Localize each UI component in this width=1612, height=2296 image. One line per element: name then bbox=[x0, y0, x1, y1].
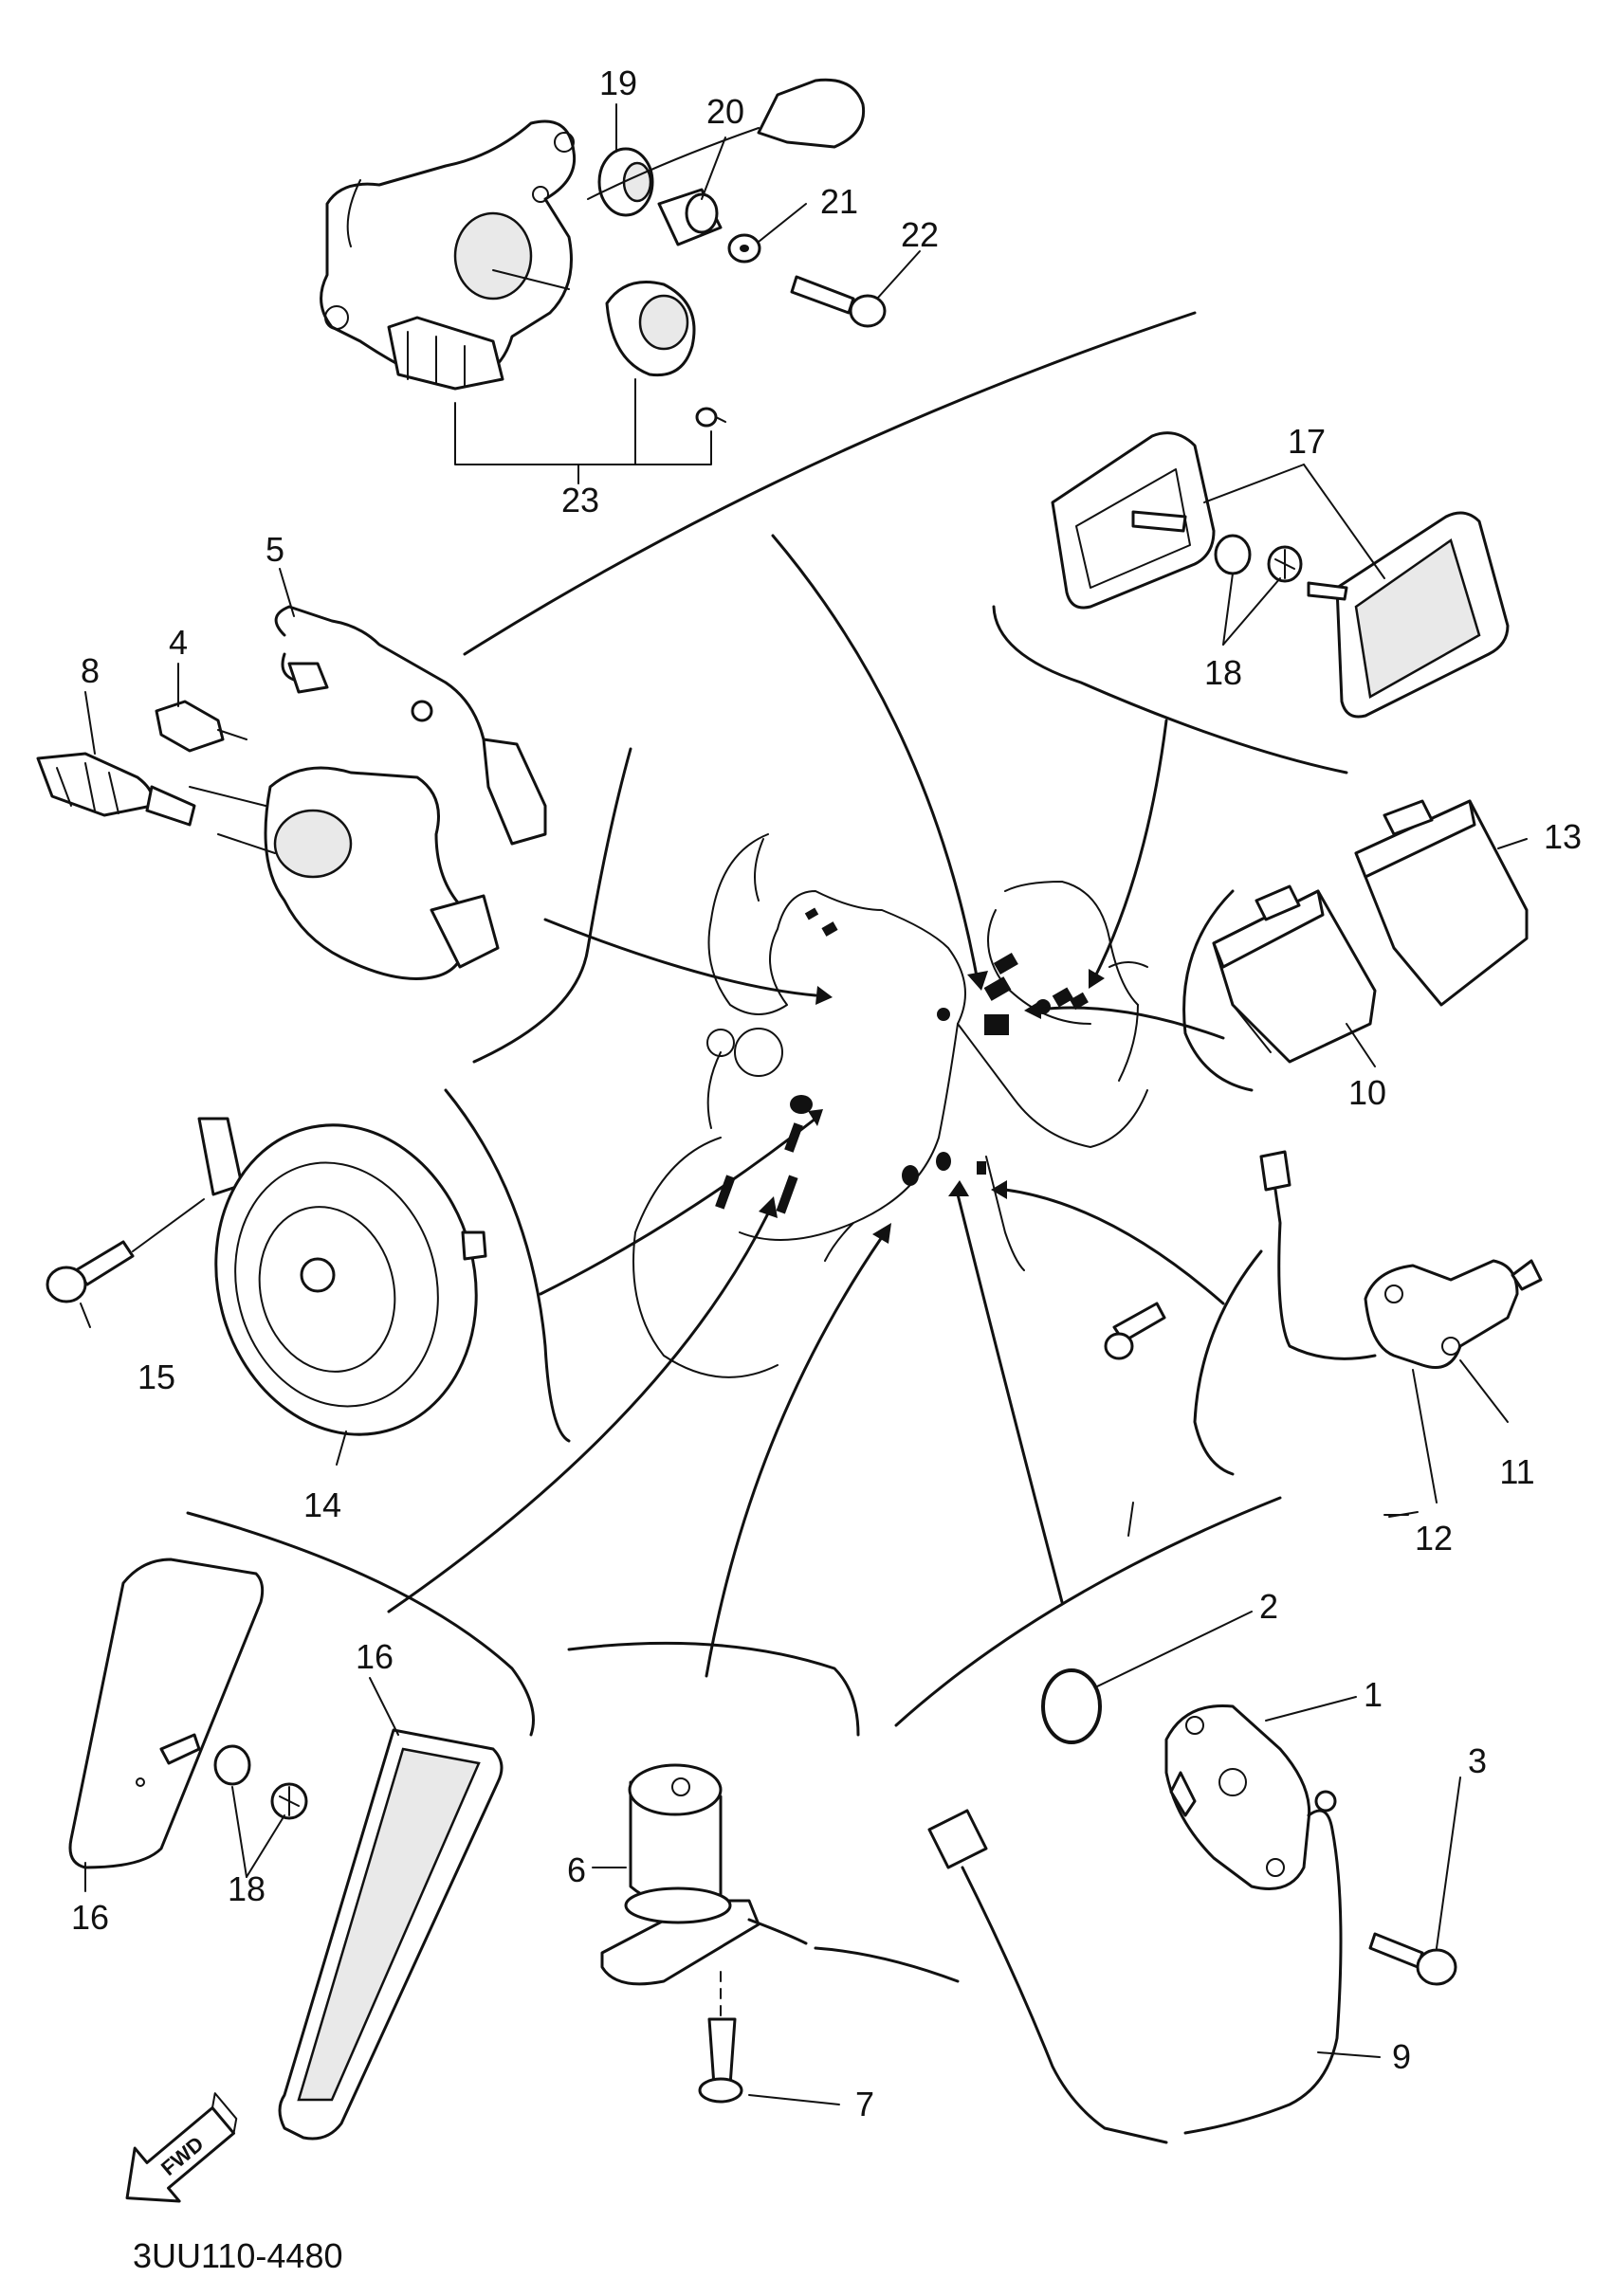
callout-16-top: 16 bbox=[356, 1637, 394, 1676]
part-8-oil-switch bbox=[36, 752, 196, 827]
part-13-relay bbox=[1354, 799, 1529, 1007]
callout-4: 4 bbox=[169, 623, 188, 662]
callout-10: 10 bbox=[1348, 1073, 1386, 1112]
part-7-bolt bbox=[698, 2017, 743, 2104]
callout-18-bottom: 18 bbox=[228, 1869, 266, 1908]
part-18-nuts-top bbox=[1214, 534, 1303, 583]
callout-21: 21 bbox=[820, 182, 858, 221]
part-6-solenoid bbox=[600, 1763, 960, 2020]
callout-leaders bbox=[80, 103, 1528, 2105]
part-20-collar bbox=[657, 188, 723, 246]
callout-2: 2 bbox=[1259, 1587, 1278, 1626]
callout-20: 20 bbox=[706, 92, 744, 131]
part-22-bolt bbox=[790, 275, 887, 328]
part-18-nuts-bottom bbox=[213, 1744, 308, 1820]
part-17-reflector-front bbox=[1307, 511, 1510, 719]
part-16-reflector-lens bbox=[278, 1728, 504, 2141]
callout-16-bottom: 16 bbox=[71, 1898, 109, 1937]
thermostat-housing bbox=[189, 766, 500, 980]
part-16-reflector-base bbox=[68, 1558, 265, 1869]
part-14-horn bbox=[197, 1117, 487, 1436]
part-10-relay bbox=[1212, 884, 1377, 1064]
part-12-screw bbox=[1104, 1302, 1166, 1360]
callout-22: 22 bbox=[901, 215, 939, 254]
forward-direction-arrow: FWD bbox=[125, 2092, 238, 2203]
leader-arrows bbox=[387, 534, 1225, 1678]
callout-15: 15 bbox=[137, 1358, 175, 1396]
speed-sensor-assembly bbox=[320, 119, 577, 391]
part-3-bolt bbox=[1368, 1932, 1457, 1986]
callout-5: 5 bbox=[266, 530, 284, 569]
callout-19: 19 bbox=[599, 64, 637, 102]
callout-12: 12 bbox=[1415, 1519, 1453, 1558]
part-5-wire-harness bbox=[274, 605, 547, 846]
callout-23: 23 bbox=[561, 481, 599, 519]
motorcycle-frame-outline bbox=[632, 833, 1148, 1378]
callout-labels: 19 20 21 22 23 17 18 5 4 8 13 10 11 12 1… bbox=[71, 64, 1582, 2123]
harness-connectors bbox=[715, 907, 1089, 1214]
part-2-o-ring bbox=[1041, 1668, 1102, 1744]
part-23-bracket-line bbox=[454, 378, 712, 484]
part-17-reflector-rear bbox=[1051, 431, 1216, 610]
section-dividers bbox=[186, 311, 1348, 1737]
callout-14: 14 bbox=[303, 1485, 341, 1524]
part-15-bolt bbox=[46, 1198, 205, 1303]
part-19-grommet bbox=[597, 147, 654, 217]
callout-3: 3 bbox=[1468, 1741, 1487, 1780]
callout-7: 7 bbox=[855, 2085, 874, 2123]
part-11-sensor bbox=[1259, 1150, 1543, 1369]
part-21-washer bbox=[727, 233, 761, 264]
callout-11: 11 bbox=[1499, 1452, 1534, 1491]
part-1-pickup-coil bbox=[1164, 1704, 1343, 2135]
part-4-thermo-switch bbox=[155, 700, 247, 753]
callout-13: 13 bbox=[1544, 817, 1582, 856]
callout-9: 9 bbox=[1392, 2037, 1411, 2076]
callout-1: 1 bbox=[1364, 1675, 1383, 1714]
callout-18-top: 18 bbox=[1204, 653, 1242, 692]
drawing-code: 3UU110-4480 bbox=[133, 2236, 342, 2275]
part-9-wire bbox=[927, 1809, 1168, 2144]
callout-17: 17 bbox=[1288, 422, 1326, 461]
callout-8: 8 bbox=[81, 651, 100, 690]
part-23-drive-gear bbox=[605, 281, 726, 428]
callout-6: 6 bbox=[567, 1850, 586, 1889]
cable-to-sensor bbox=[587, 78, 866, 200]
